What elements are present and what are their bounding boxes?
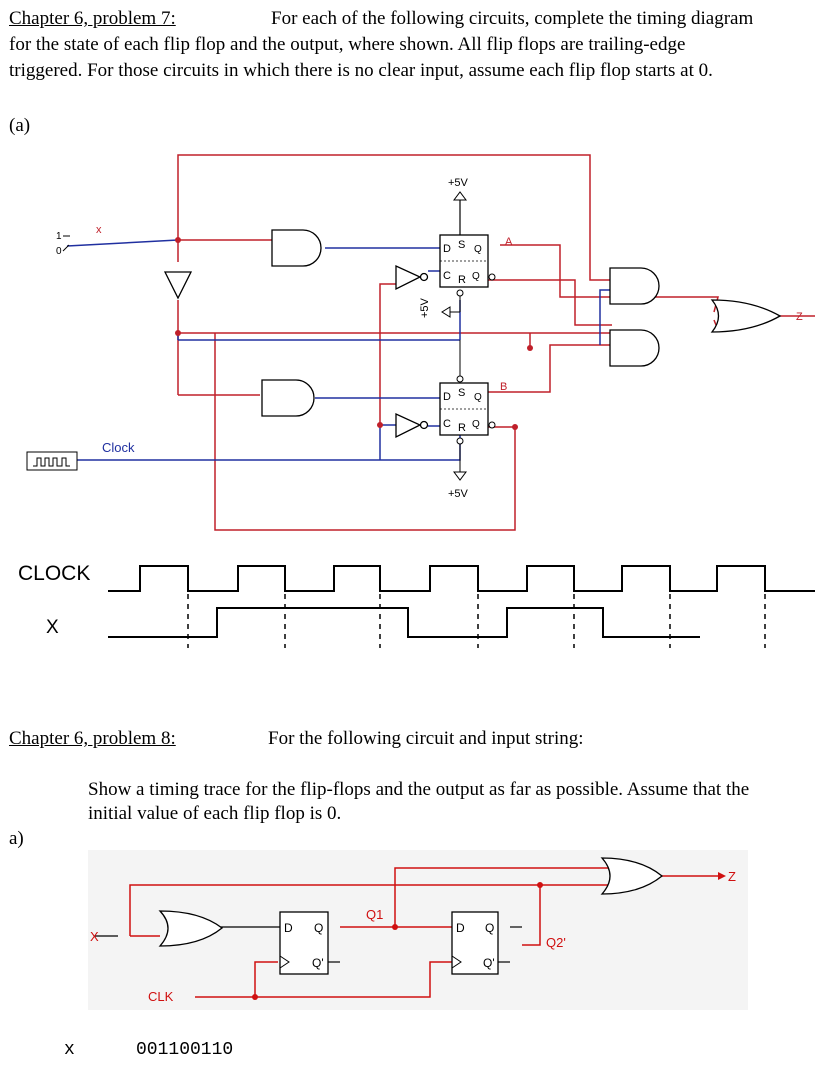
timing-diagram <box>108 565 815 648</box>
problem7-intro-line3: triggered. For those circuits in which t… <box>9 60 713 81</box>
problem8-instruction-line2: initial value of each flip flop is 0. <box>88 803 342 824</box>
ff2-pin-d: D <box>456 921 465 935</box>
input-buffer <box>163 271 193 300</box>
problem8-heading: Chapter 6, problem 8: <box>9 728 176 749</box>
and-gates <box>261 229 660 417</box>
flip-flop-a: D S Q C R Q <box>439 191 496 318</box>
problem7-intro-line2: for the state of each flip flop and the … <box>9 34 686 55</box>
z-arrow <box>718 872 726 880</box>
output-z-label: Z <box>796 311 803 323</box>
timing-clock-label: CLOCK <box>18 562 91 585</box>
p8-flip-flop-1: D Q Q' <box>279 911 329 975</box>
ffb-pin-q: Q <box>474 392 482 403</box>
x-waveform <box>108 607 700 638</box>
ffb-pin-d: D <box>443 391 451 403</box>
timing-x-label: X <box>46 617 59 638</box>
p8-flip-flop-2: D Q Q' <box>451 911 499 975</box>
junction-dots <box>175 237 533 430</box>
ffa-pin-q: Q <box>474 244 482 255</box>
ffa-pin-d: D <box>443 243 451 255</box>
red-wires <box>177 154 815 531</box>
problem8-instruction-line1: Show a timing trace for the flip-flops a… <box>88 779 750 800</box>
problem8-part-label: a) <box>9 828 24 849</box>
p8-q1-label: Q1 <box>366 907 383 922</box>
ff2-pin-q: Q <box>485 921 494 935</box>
ff1-pin-q: Q <box>314 921 323 935</box>
problem8-circuit: D Q Q' D Q Q' X CLK Q1 Q2' Z <box>88 850 748 1010</box>
problem7-part-label: (a) <box>9 115 31 136</box>
p8-black-wires <box>95 926 522 963</box>
vcc-bottom-label: +5V <box>448 488 469 500</box>
p8-junction-dots <box>252 882 543 1000</box>
timing-guides <box>187 594 766 648</box>
clock-label: Clock <box>102 440 135 455</box>
ff1-pin-qbar: Q' <box>312 956 324 970</box>
ffa-pin-qbar: Q <box>472 271 480 282</box>
ffb-pin-c: C <box>443 418 451 430</box>
problem7-heading: Chapter 6, problem 7: <box>9 8 176 29</box>
p8-or-gate-input <box>158 910 224 947</box>
p8-clk-label: CLK <box>148 989 174 1004</box>
ffb-pin-qbar: Q <box>472 419 480 430</box>
ff-b-label: B <box>500 381 507 393</box>
problem7-intro-line1: For each of the following circuits, comp… <box>271 8 754 29</box>
clock-waveform <box>108 565 815 592</box>
p8-z-label: Z <box>728 869 736 884</box>
p8-red-wires <box>129 867 720 998</box>
ff2-pin-qbar: Q' <box>483 956 495 970</box>
or-gate <box>710 299 782 333</box>
p8-or-gate-output <box>600 857 664 895</box>
ffa-pin-s: S <box>458 239 465 251</box>
p8-x-label: X <box>90 929 99 944</box>
ffb-pin-r: R <box>458 422 466 434</box>
clock-generator <box>26 451 78 471</box>
switch-one-label: 1 <box>56 231 62 242</box>
problem8-intro: For the following circuit and input stri… <box>268 728 584 749</box>
flip-flop-b: D S Q C R Q <box>439 340 496 481</box>
vcc-top-label: +5V <box>448 177 469 189</box>
clock-generator-waveform <box>33 457 70 467</box>
ffa-pin-c: C <box>443 270 451 282</box>
flip-flop-circuit-diagram: D S Q C R Q D S Q C R Q +5V +5V +5V A B … <box>26 154 815 531</box>
ffb-pin-s: S <box>458 387 465 399</box>
p8-q2-label: Q2' <box>546 935 566 950</box>
ffa-pin-r: R <box>458 274 466 286</box>
ff-a-label: A <box>505 236 513 248</box>
switch-lever <box>62 244 70 252</box>
vcc-mid-label: +5V <box>419 297 431 318</box>
input-sequence-label: x <box>64 1040 75 1060</box>
ff1-pin-d: D <box>284 921 293 935</box>
switch-zero-label: 0 <box>56 246 62 257</box>
inverters <box>395 264 429 439</box>
input-x-label: x <box>96 224 102 236</box>
input-sequence-value: 001100110 <box>136 1040 234 1060</box>
